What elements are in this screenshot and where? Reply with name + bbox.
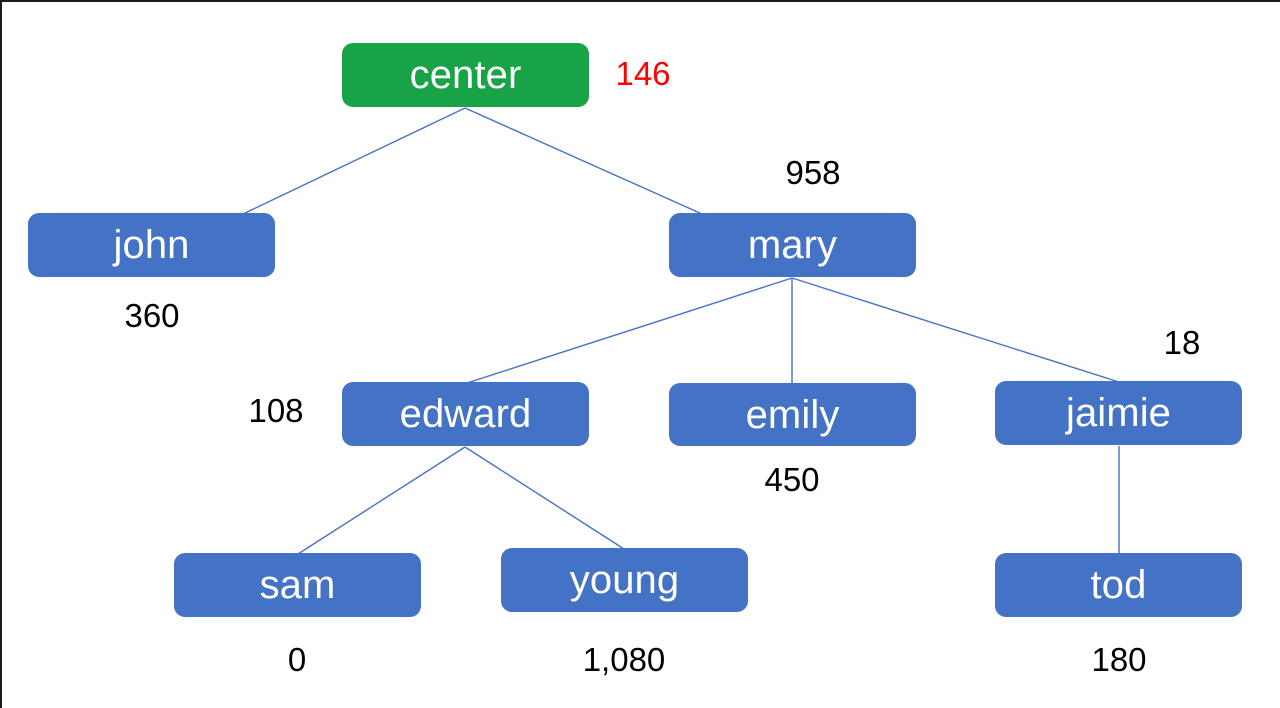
tree-node-young[interactable]: young	[501, 548, 748, 612]
tree-node-emily[interactable]: emily	[669, 383, 916, 446]
tree-node-label-tod: tod	[1090, 563, 1147, 607]
tree-node-edward[interactable]: edward	[342, 382, 589, 446]
tree-node-value-center: 146	[615, 55, 671, 92]
tree-node-value-jaimie: 18	[1163, 324, 1201, 361]
tree-node-label-center: center	[409, 53, 522, 97]
tree-edge-center-john	[242, 107, 466, 215]
tree-node-label-mary: mary	[747, 223, 838, 267]
tree-edge-edward-young	[464, 446, 625, 550]
tree-node-label-young: young	[569, 558, 680, 602]
tree-edge-edward-sam	[297, 446, 466, 555]
tree-node-value-mary: 958	[785, 154, 841, 191]
tree-node-label-jaimie: jaimie	[1065, 391, 1172, 435]
tree-edge-center-mary	[464, 107, 703, 215]
tree-node-mary[interactable]: mary	[669, 213, 916, 277]
tree-node-jaimie[interactable]: jaimie	[995, 381, 1242, 445]
tree-node-value-sam: 0	[287, 641, 307, 678]
tree-node-john[interactable]: john	[28, 213, 275, 277]
tree-node-value-john: 360	[124, 297, 180, 334]
tree-node-label-sam: sam	[259, 563, 336, 607]
tree-node-label-john: john	[113, 223, 190, 267]
tree-edge-mary-jaimie	[791, 277, 1120, 383]
tree-node-label-emily: emily	[745, 392, 840, 437]
tree-node-value-edward: 108	[248, 392, 304, 429]
tree-node-value-emily: 450	[764, 461, 820, 498]
tree-node-value-young: 1,080	[582, 641, 666, 678]
tree-node-center[interactable]: center	[342, 43, 589, 107]
tree-node-tod[interactable]: tod	[995, 553, 1242, 617]
tree-node-value-tod: 180	[1091, 641, 1147, 678]
tree-node-sam[interactable]: sam	[174, 553, 421, 617]
tree-edge-mary-edward	[466, 277, 793, 384]
tree-node-label-edward: edward	[399, 392, 532, 436]
